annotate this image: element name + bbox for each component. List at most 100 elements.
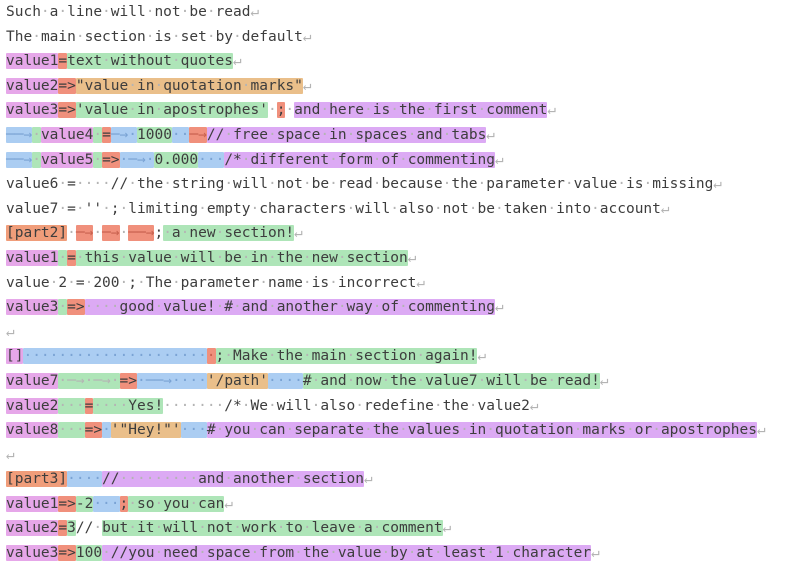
space-dot-icon: ···· <box>171 372 207 389</box>
tab-arrow-icon: ──→ <box>128 225 155 242</box>
space-dot-icon: ···· <box>267 372 303 389</box>
separator-segment: => <box>102 151 120 168</box>
parameter-name-segment: value2 <box>6 397 59 414</box>
whitespace-segment: · <box>102 422 111 439</box>
code-line: [part3]····//·········and·another·sectio… <box>6 467 804 492</box>
space-dot-icon: · <box>372 520 382 537</box>
value-segment: ·this·value·will·be·in·the·new·section <box>75 249 408 266</box>
space-dot-icon: · <box>224 126 234 143</box>
space-dot-icon: · <box>364 102 373 119</box>
whitespace-segment: ·──→···· <box>137 372 207 389</box>
space-dot-icon: · <box>337 299 347 316</box>
plain-text-segment: Such·a·line·will·not·be·read↵ <box>6 4 260 20</box>
separator-segment: = <box>67 249 76 266</box>
space-dot-icon: · <box>294 545 303 562</box>
space-dot-icon: · <box>119 151 129 168</box>
space-dot-icon: · <box>206 28 216 45</box>
space-dot-icon: · <box>477 102 487 119</box>
quoted-string-segment: "value·in·quotation·marks" <box>75 77 303 94</box>
value-segment: · <box>58 249 68 266</box>
whitespace-segment: ··· <box>198 151 225 168</box>
code-line: value6·=····//·the·string·will·not·be·re… <box>6 172 804 197</box>
value-segment: ·a·new·section! <box>163 225 295 242</box>
comment-segment: //·free·space·in·spaces·and·tabs <box>206 126 487 143</box>
space-dot-icon: · <box>110 372 120 389</box>
separator-segment: = <box>58 53 68 70</box>
comment-segment: #·you·can·separate·the·values·in·quotati… <box>206 422 757 439</box>
space-dot-icon: · <box>294 471 303 488</box>
plain-text-segment: //· <box>75 520 103 537</box>
plain-text-segment: ↵ <box>233 53 242 69</box>
space-dot-icon: · <box>163 225 172 242</box>
whitespace-segment: ··· <box>93 495 120 512</box>
code-line: value3=>'value·in·apostrophes'·;·and·her… <box>6 98 804 123</box>
space-dot-icon: · <box>67 225 76 242</box>
value-segment: · <box>32 151 41 168</box>
parameter-name-segment: value7 <box>6 372 59 389</box>
space-dot-icon: · <box>398 422 408 439</box>
space-dot-icon: · <box>503 545 513 562</box>
space-dot-icon: · <box>171 249 181 266</box>
space-dot-icon: ···· <box>84 299 120 316</box>
value-segment: ·so·you·can <box>128 495 225 512</box>
section-header-segment: [part3] <box>6 471 68 488</box>
space-dot-icon: · <box>84 372 94 389</box>
plain-text-segment: ↵ <box>6 324 15 340</box>
tab-arrow-icon: ─→ <box>110 126 129 143</box>
code-line: value7·=·''·;·limiting·empty·characters·… <box>6 197 804 222</box>
space-dot-icon: · <box>250 545 260 562</box>
parameter-name-segment: value5 <box>40 151 94 168</box>
separator-segment: ──→ <box>128 225 155 242</box>
value-segment: · <box>93 151 103 168</box>
space-dot-icon: · <box>145 151 155 168</box>
eol-mark-icon: ↵ <box>363 471 373 488</box>
space-dot-icon: · <box>154 77 164 94</box>
space-dot-icon: · <box>102 200 111 217</box>
tab-arrow-icon: ─→ <box>75 225 94 242</box>
eol-mark-icon: ↵ <box>442 520 452 537</box>
whitespace-segment: ···· <box>267 372 303 389</box>
space-dot-icon: · <box>58 372 68 389</box>
space-dot-icon: · <box>171 28 181 45</box>
tab-arrow-icon: ─→ <box>189 126 207 143</box>
space-dot-icon: · <box>154 102 164 119</box>
space-dot-icon: · <box>198 520 207 537</box>
space-dot-icon: ··· <box>93 495 120 512</box>
space-dot-icon: · <box>128 495 137 512</box>
parameter-name-segment: value4 <box>40 126 94 143</box>
value-segment: -2 <box>75 495 94 512</box>
space-dot-icon: · <box>102 4 111 20</box>
space-dot-icon: · <box>233 299 242 316</box>
space-dot-icon: · <box>416 348 426 365</box>
whitespace-segment: ·· <box>171 126 190 143</box>
space-dot-icon: · <box>626 422 635 439</box>
value-segment: #·and·now·the·value7·will·be·read! <box>302 372 600 389</box>
space-dot-icon: · <box>180 4 190 20</box>
tab-arrow-icon: ─→ <box>93 372 111 389</box>
plain-text-segment: value·2·=·200·;·The·parameter·name·is·in… <box>6 274 426 291</box>
space-dot-icon: · <box>206 4 216 20</box>
space-dot-icon: · <box>75 200 85 217</box>
space-dot-icon: ··· <box>58 422 85 439</box>
separator-segment: = <box>58 520 68 537</box>
space-dot-icon: · <box>320 126 330 143</box>
space-dot-icon: · <box>495 200 504 217</box>
space-dot-icon: · <box>58 299 68 316</box>
plain-text-segment: · <box>268 102 277 118</box>
separator-segment: => <box>58 545 76 562</box>
parameter-name-segment: value1 <box>6 249 59 266</box>
space-dot-icon: · <box>372 299 382 316</box>
space-dot-icon: · <box>311 397 321 414</box>
space-dot-icon: · <box>547 372 557 389</box>
eol-mark-icon: ↵ <box>756 422 766 439</box>
code-line: value1·=·this·value·will·be·in·the·new·s… <box>6 246 804 271</box>
value-segment: · <box>58 299 68 316</box>
space-dot-icon: · <box>93 151 103 168</box>
space-dot-icon: ··· <box>198 151 225 168</box>
space-dot-icon: · <box>372 176 382 193</box>
code-line: value·2·=·200·;·The·parameter·name·is·in… <box>6 271 804 296</box>
space-dot-icon: · <box>198 200 207 217</box>
eol-mark-icon: ↵ <box>591 545 600 562</box>
space-dot-icon: · <box>58 200 68 217</box>
